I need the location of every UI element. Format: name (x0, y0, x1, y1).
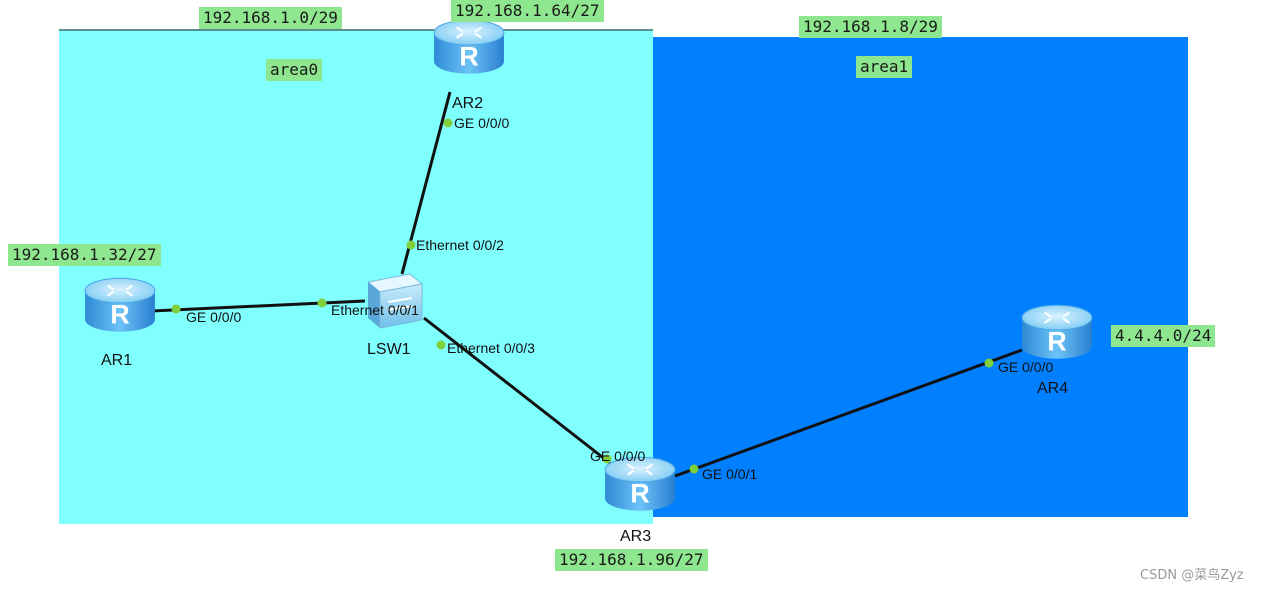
area1-network-label: 192.168.1.8/29 (799, 16, 942, 38)
ar1-port-ge000: GE 0/0/0 (186, 309, 242, 325)
port-dot-ar2-ge000 (443, 118, 453, 128)
port-dot-lsw1-e002 (406, 240, 416, 250)
router-icon[interactable] (83, 275, 157, 337)
link-ar1-lsw1 (151, 299, 366, 313)
ar2-name: AR2 (452, 95, 484, 112)
lsw1-name: LSW1 (367, 341, 411, 358)
port-dot-ar3-ge000 (602, 454, 612, 464)
port-dot-ar4-ge000 (984, 358, 994, 368)
area1-label: area1 (856, 56, 913, 78)
port-dot-ar3-ge001 (689, 464, 699, 474)
lsw1-port-e001: Ethernet 0/0/1 (331, 302, 419, 318)
router-icon[interactable] (432, 17, 506, 79)
ar3-network-label: 192.168.1.96/27 (555, 549, 708, 571)
lsw1-port-e003: Ethernet 0/0/3 (447, 340, 535, 356)
router-icon[interactable] (1020, 302, 1094, 364)
switch-icon[interactable] (358, 272, 426, 332)
ar4-network-label: 4.4.4.0/24 (1111, 325, 1216, 347)
link-lsw1-ar3 (423, 316, 616, 469)
ar3-name: AR3 (620, 528, 652, 545)
area0-label: area0 (266, 59, 323, 81)
port-dot-lsw1-e003 (436, 340, 446, 350)
ar4-port-ge000: GE 0/0/0 (998, 359, 1054, 375)
port-dot-ar1-ge000 (171, 304, 181, 314)
ar2-port-ge000: GE 0/0/0 (454, 115, 510, 131)
area0-network-label: 192.168.1.0/29 (199, 7, 342, 29)
ar3-port-ge000: GE 0/0/0 (590, 448, 646, 464)
ar1-network-label: 192.168.1.32/27 (8, 244, 161, 266)
ar3-port-ge001: GE 0/0/1 (702, 466, 758, 482)
area1-region (653, 37, 1188, 517)
ar2-network-label: 192.168.1.64/27 (451, 0, 604, 22)
watermark-text: CSDN @菜鸟Zyz (1140, 568, 1244, 583)
area0-region (59, 29, 653, 524)
ar1-name: AR1 (101, 352, 133, 369)
port-dot-lsw1-e001 (317, 298, 327, 308)
link-ar3-ar4 (674, 348, 1023, 478)
lsw1-port-e002: Ethernet 0/0/2 (416, 237, 504, 253)
ar4-name: AR4 (1037, 380, 1069, 397)
